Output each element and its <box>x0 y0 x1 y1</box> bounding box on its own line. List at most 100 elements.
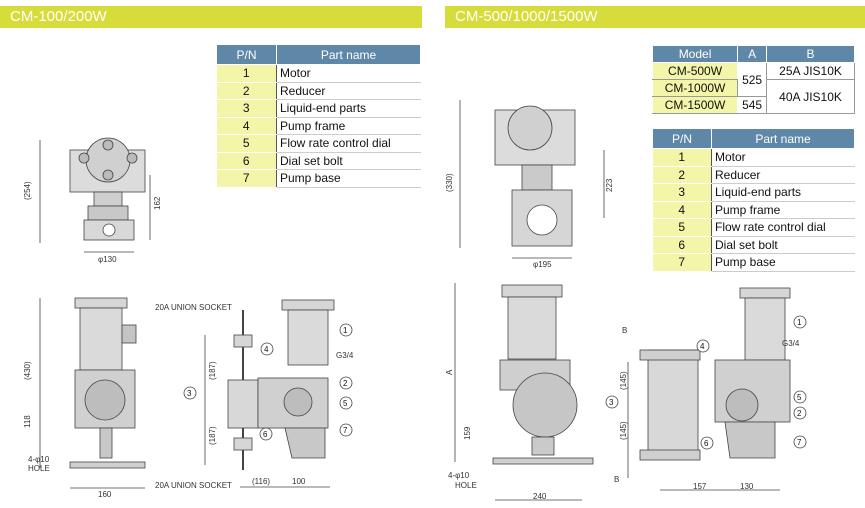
header-part-name: Part name <box>711 128 855 149</box>
callout-3: 3 <box>187 389 192 398</box>
dim-187a: (187) <box>208 361 217 380</box>
dim-118: 118 <box>23 415 32 428</box>
part-name-cell: Pump base <box>276 169 421 188</box>
dim-240: 240 <box>533 492 547 501</box>
banner-cm-100-200w: CM-100/200W <box>0 6 422 28</box>
header-pn: P/N <box>216 44 277 65</box>
pn-cell: 2 <box>652 166 712 184</box>
pn-cell: 2 <box>216 82 277 100</box>
pump-front-view-small <box>39 137 151 253</box>
dim-116: (116) <box>252 477 270 486</box>
dim-a: A <box>445 369 454 375</box>
pump-front-view-large <box>459 100 605 259</box>
banner-cm-500-1500w: CM-500/1000/1500W <box>445 6 865 28</box>
header-a: A <box>737 45 768 63</box>
callout-5: 5 <box>343 399 348 408</box>
callouts: 1 2 3 4 5 6 7 1 2 3 4 5 6 7 <box>183 315 807 450</box>
dim-159: 159 <box>463 426 472 440</box>
b-cell: 25A JIS10K <box>766 62 855 80</box>
callout-2-right: 2 <box>797 409 802 418</box>
dim-b-bottom: B <box>614 475 619 484</box>
dim-162: 162 <box>153 196 162 210</box>
callout-7-right: 7 <box>797 438 802 447</box>
part-name-cell: Flow rate control dial <box>276 134 421 153</box>
table-row: CM-1500W 545 <box>651 96 855 114</box>
dim-187b: (187) <box>208 426 217 445</box>
part-name-cell: Pump base <box>711 253 855 272</box>
pump-side-view-small <box>39 297 146 489</box>
dim-b-top: B <box>622 326 627 335</box>
dim-hole-label: HOLE <box>28 464 50 473</box>
part-name-cell: Liquid-end parts <box>276 99 421 118</box>
part-name-cell: Pump frame <box>276 117 421 135</box>
header-part-name: Part name <box>276 44 421 65</box>
table-row: CM-1000W 40A JIS10K <box>651 79 855 114</box>
pump-piping-view-small <box>204 299 335 488</box>
callout-5-right: 5 <box>797 393 802 402</box>
part-name-cell: Reducer <box>276 82 421 100</box>
model-cell: CM-1500W <box>651 96 739 114</box>
part-name-cell: Flow rate control dial <box>711 218 855 237</box>
pn-cell: 6 <box>216 152 277 170</box>
dim-130: 130 <box>740 482 754 491</box>
model-table: Model A B CM-500W 525 25A JIS10K CM-1000… <box>651 45 855 114</box>
dim-145b: (145) <box>619 421 628 440</box>
b-cell: 40A JIS10K <box>766 79 855 114</box>
dim-430: (430) <box>23 361 32 380</box>
pn-cell: 4 <box>652 201 712 219</box>
part-name-cell: Dial set bolt <box>711 236 855 254</box>
callout-6: 6 <box>263 430 268 439</box>
dim-union-socket-top: 20A UNION SOCKET <box>155 303 232 312</box>
pn-cell: 3 <box>216 99 277 118</box>
table-row: CM-500W 525 25A JIS10K <box>651 62 855 97</box>
callout-7: 7 <box>343 426 348 435</box>
dim-hole-label-right: HOLE <box>455 481 477 490</box>
dim-223: 223 <box>605 178 614 192</box>
callout-4: 4 <box>264 345 269 354</box>
dim-hole: 4-φ10 <box>28 455 50 464</box>
dim-union-socket-bottom: 20A UNION SOCKET <box>155 481 232 490</box>
dim-254: (254) <box>23 181 32 200</box>
callout-1-right: 1 <box>797 318 802 327</box>
model-cell: CM-1000W <box>651 79 739 97</box>
dim-330: (330) <box>445 173 454 192</box>
header-b: B <box>766 45 855 63</box>
part-name-cell: Dial set bolt <box>276 152 421 170</box>
callout-2: 2 <box>343 379 348 388</box>
pn-cell: 4 <box>216 117 277 135</box>
part-name-cell: Reducer <box>711 166 855 184</box>
a-cell: 545 <box>737 96 768 114</box>
dim-145a: (145) <box>619 371 628 390</box>
part-name-cell: Liquid-end parts <box>711 183 855 202</box>
pump-side-view-large <box>454 283 594 501</box>
header-model: Model <box>651 45 739 63</box>
dim-157: 157 <box>693 482 707 491</box>
pn-cell: 5 <box>216 134 277 153</box>
dim-hole-right: 4-φ10 <box>448 471 470 480</box>
dim-phi195: φ195 <box>533 260 552 269</box>
pn-cell: 5 <box>652 218 712 237</box>
model-cell: CM-500W <box>651 62 739 80</box>
part-name-cell: Motor <box>276 64 421 83</box>
dimension-labels: (254) 162 φ130 (430) 118 4-φ10 HOLE 160 … <box>23 173 800 501</box>
pn-cell: 3 <box>652 183 712 202</box>
dim-160: 160 <box>98 490 112 499</box>
pump-piping-view-large <box>627 287 791 491</box>
pn-cell: 7 <box>652 253 712 272</box>
pn-cell: 1 <box>652 148 712 167</box>
dim-g34-right: G3/4 <box>782 339 800 348</box>
pn-cell: 7 <box>216 169 277 188</box>
